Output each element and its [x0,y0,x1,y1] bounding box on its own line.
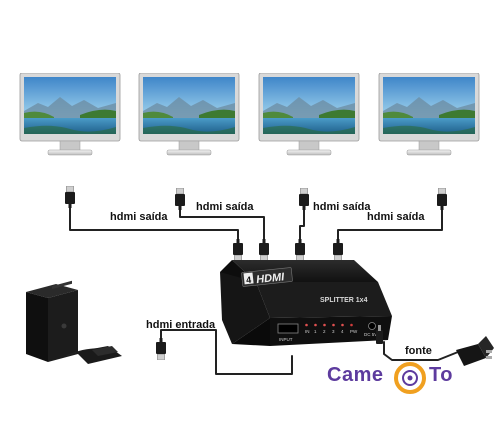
led-label-1: IN [305,329,310,334]
monitor-1 [19,73,121,156]
label-power: fonte [405,345,432,357]
badge-text: HDMI [256,271,286,286]
monitor-4-plug [437,188,447,210]
splitter-output-plugs [233,239,343,261]
input-port [277,323,299,334]
label-hdmi-out-4: hdmi saída [367,211,425,223]
input-plug [156,338,166,360]
badge-number: 4 [246,275,252,285]
monitor-4 [378,73,480,156]
input-port-label: INPUT [279,337,293,342]
led-indicators: IN 1 2 3 4 PW [305,323,358,334]
led-2 [314,323,317,327]
led-label-2: 1 [314,329,317,334]
led-label-3: 2 [323,329,326,334]
monitor-2 [138,73,240,156]
power-adapter [376,325,494,366]
monitor-2-plug [175,188,185,210]
led-label-5: 4 [341,329,344,334]
power-port-label: DC 5V [364,332,377,337]
led-3 [323,323,326,327]
brand-logo-ring [394,362,426,394]
brand-name-right: To [429,364,453,386]
monitor-3-plug [299,188,309,210]
led-1 [305,323,308,327]
brand-name-left: Came [327,364,384,386]
label-hdmi-in: hdmi entrada [146,319,216,331]
label-hdmi-out-3: hdmi saída [313,201,371,213]
led-4 [332,323,335,327]
led-5 [341,323,344,327]
led-6 [350,323,353,327]
desktop-computer [26,280,122,364]
monitor-3 [258,73,360,156]
led-label-6: PW [350,329,358,334]
output-cables [69,205,459,375]
label-hdmi-out-2: hdmi saída [196,201,254,213]
led-label-4: 3 [332,329,335,334]
model-label: SPLITTER 1x4 [320,297,368,304]
label-hdmi-out-1: hdmi saída [110,211,168,223]
power-port [368,322,376,330]
monitor-1-plug [65,186,75,208]
brand-logo: Came To [323,362,495,394]
